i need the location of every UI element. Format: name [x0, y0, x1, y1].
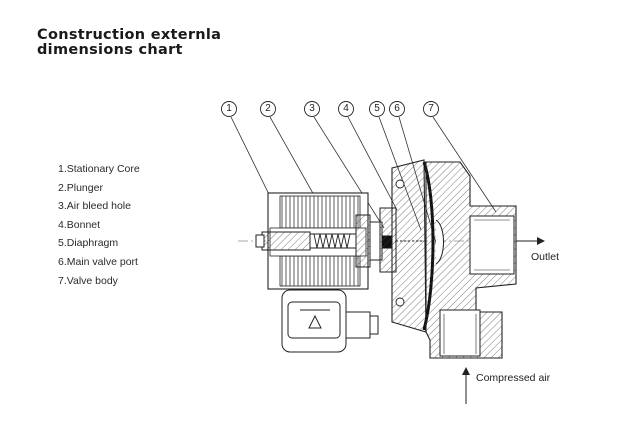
- outlet-label: Outlet: [531, 251, 560, 263]
- valve-body: [425, 161, 517, 359]
- callout-number-2: 2: [265, 103, 271, 114]
- legend-item-stationary-core: 1.Stationary Core: [58, 163, 140, 175]
- parts-legend: 1.Stationary Core 2.Plunger 3.Air bleed …: [58, 160, 140, 290]
- bonnet: [379, 159, 427, 333]
- title-line-1: Construction externla: [37, 27, 222, 43]
- legend-item-valve-body: 7.Valve body: [58, 274, 118, 287]
- stationary-core: [255, 231, 311, 251]
- chart-title: Construction externla dimensions chart: [37, 28, 221, 58]
- legend-item-main-valve-port: 6.Main valve port: [58, 255, 138, 268]
- callout-circle-2: [260, 101, 276, 117]
- callout-circles: [221, 101, 439, 117]
- callout-circle-4: [338, 101, 354, 117]
- callout-number-1: 1: [226, 103, 232, 114]
- legend-item-plunger: 2.Plunger: [58, 181, 103, 194]
- callout-circle-1: [221, 101, 237, 117]
- plunger: [309, 233, 357, 249]
- callout-circle-6: [389, 101, 405, 117]
- legend-item-air-bleed-hole: 3.Air bleed hole: [58, 200, 131, 213]
- title-line-2: dimensions chart: [37, 42, 183, 58]
- callout-number-4: 4: [343, 103, 349, 114]
- compressed-air-label: Compressed air: [476, 372, 551, 384]
- callout-number-5: 5: [374, 103, 380, 114]
- callout-circle-5: [369, 101, 385, 117]
- leader-line-4: [347, 116, 398, 211]
- callout-number-6: 6: [394, 103, 400, 114]
- callout-number-3: 3: [309, 103, 315, 114]
- legend-item-bonnet: 4.Bonnet: [58, 218, 101, 231]
- callout-number-7: 7: [428, 103, 434, 114]
- leader-line-3: [313, 116, 385, 229]
- callout-circle-3: [304, 101, 320, 117]
- leader-line-7: [432, 116, 497, 213]
- legend-item-diaphragm: 5.Diaphragm: [58, 237, 119, 250]
- callout-circle-7: [423, 101, 439, 117]
- connector-plug: [281, 289, 379, 353]
